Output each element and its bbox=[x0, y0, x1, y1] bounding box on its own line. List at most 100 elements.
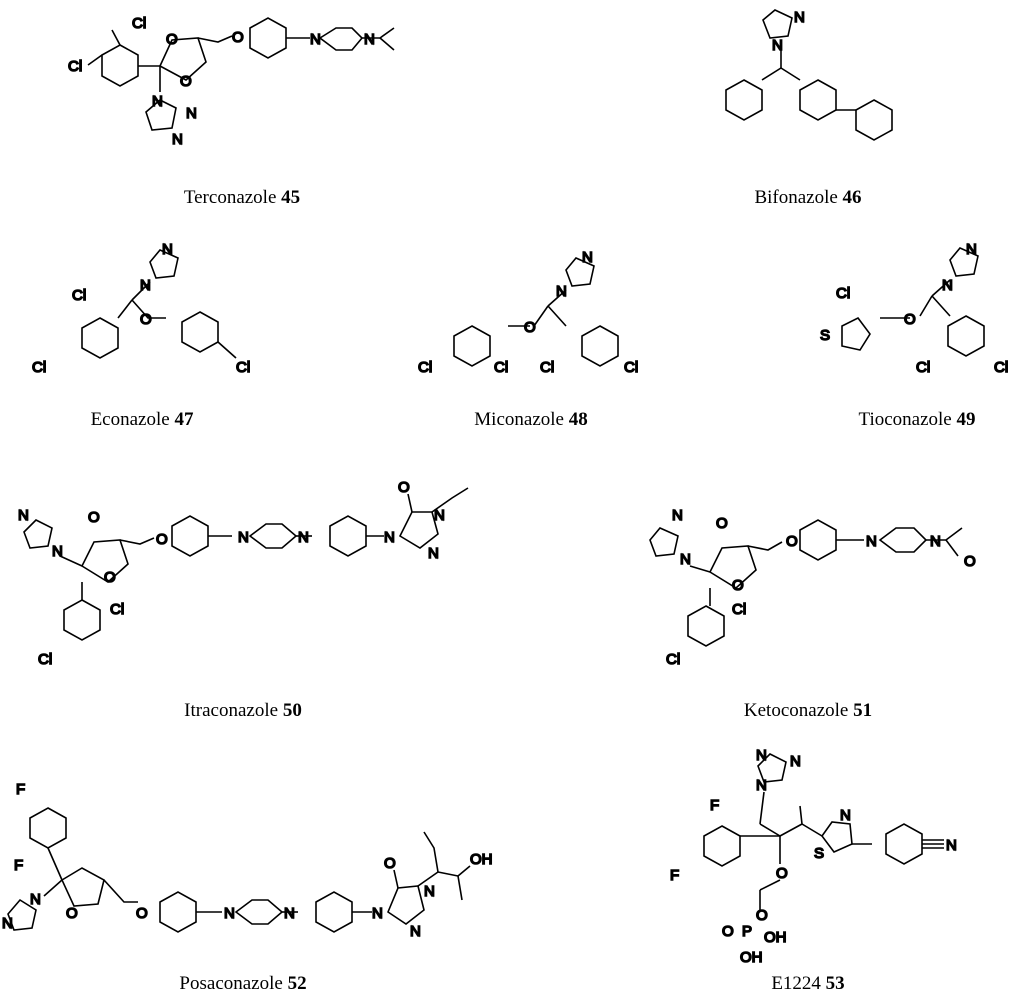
atom-n: N bbox=[152, 93, 163, 110]
atom-n: N bbox=[790, 753, 801, 770]
atom-o: O bbox=[104, 569, 116, 586]
atom-n: N bbox=[172, 131, 183, 148]
structure-bifonazole: N N bbox=[725, 8, 893, 141]
caption-miconazole: Miconazole 48 bbox=[474, 409, 587, 431]
atom-n: N bbox=[372, 905, 383, 922]
caption-bifonazole: Bifonazole 46 bbox=[754, 187, 861, 209]
atom-n: N bbox=[680, 551, 691, 568]
atom-n: N bbox=[410, 923, 421, 940]
atom-n: N bbox=[942, 277, 953, 294]
structure-econazole: Cl Cl O N N Cl bbox=[31, 240, 251, 377]
compound-name: Miconazole bbox=[474, 409, 564, 430]
caption-e1224: E1224 53 bbox=[771, 973, 844, 995]
atom-oh: OH bbox=[764, 929, 787, 946]
atom-f: F bbox=[14, 857, 23, 874]
atom-n: N bbox=[756, 777, 767, 794]
atom-cl: Cl bbox=[418, 359, 432, 376]
atom-f: F bbox=[16, 781, 25, 798]
atom-o: O bbox=[384, 855, 396, 872]
atom-n: N bbox=[946, 837, 957, 854]
structure-tioconazole: O N N Cl S Cl Cl bbox=[819, 240, 1009, 377]
compound-number: 51 bbox=[853, 700, 873, 721]
atom-o: O bbox=[232, 29, 244, 46]
compound-number: 49 bbox=[956, 409, 976, 430]
atom-n: N bbox=[238, 529, 249, 546]
atom-n: N bbox=[52, 543, 63, 560]
compound-number: 48 bbox=[568, 409, 588, 430]
atom-n: N bbox=[772, 37, 783, 54]
atom-n: N bbox=[966, 241, 977, 258]
atom-cl: Cl bbox=[38, 651, 52, 668]
atom-o: O bbox=[166, 31, 178, 48]
atom-o: O bbox=[776, 865, 788, 882]
atom-cl: Cl bbox=[236, 359, 250, 376]
atom-o: O bbox=[88, 509, 100, 526]
atom-cl: Cl bbox=[994, 359, 1008, 376]
atom-o: O bbox=[136, 905, 148, 922]
atom-n: N bbox=[140, 277, 151, 294]
atom-n: N bbox=[556, 283, 567, 300]
caption-econazole: Econazole 47 bbox=[91, 409, 194, 431]
atom-n: N bbox=[162, 241, 173, 258]
atom-oh: OH bbox=[470, 851, 493, 868]
atom-o: O bbox=[156, 531, 168, 548]
atom-cl: Cl bbox=[624, 359, 638, 376]
atom-o: O bbox=[398, 479, 410, 496]
atom-o: O bbox=[786, 533, 798, 550]
atom-o: O bbox=[524, 319, 536, 336]
compound-number: 52 bbox=[287, 973, 307, 994]
atom-o: O bbox=[964, 553, 976, 570]
atom-n: N bbox=[310, 31, 321, 48]
atom-n: N bbox=[2, 915, 13, 932]
atom-o: O bbox=[66, 905, 78, 922]
atom-n: N bbox=[672, 507, 683, 524]
atom-n: N bbox=[284, 905, 295, 922]
atom-n: N bbox=[434, 507, 445, 524]
atom-cl: Cl bbox=[32, 359, 46, 376]
atom-o: O bbox=[722, 923, 734, 940]
atom-o: O bbox=[732, 577, 744, 594]
atom-o: O bbox=[180, 73, 192, 90]
atom-n: N bbox=[794, 9, 805, 26]
atom-n: N bbox=[298, 529, 309, 546]
atom-o: O bbox=[716, 515, 728, 532]
atom-cl: Cl bbox=[916, 359, 930, 376]
compound-name: E1224 bbox=[771, 973, 821, 994]
atom-n: N bbox=[582, 249, 593, 266]
atom-n: N bbox=[30, 891, 41, 908]
atom-n: N bbox=[224, 905, 235, 922]
atom-cl: Cl bbox=[132, 15, 146, 32]
atom-o: O bbox=[140, 311, 152, 328]
compound-number: 46 bbox=[842, 187, 862, 208]
caption-itraconazole: Itraconazole 50 bbox=[184, 700, 302, 722]
structure-ketoconazole: N N O O O N N O Cl Cl bbox=[649, 506, 976, 669]
atom-o: O bbox=[756, 907, 768, 924]
atom-oh: OH bbox=[740, 949, 763, 966]
compound-name: Bifonazole bbox=[754, 187, 838, 208]
atom-cl: Cl bbox=[836, 285, 850, 302]
caption-tioconazole: Tioconazole 49 bbox=[859, 409, 976, 431]
atom-n: N bbox=[930, 533, 941, 550]
compound-name: Terconazole bbox=[183, 187, 277, 208]
atom-f: F bbox=[710, 797, 719, 814]
compound-name: Econazole bbox=[90, 409, 170, 430]
atom-n: N bbox=[840, 807, 851, 824]
compound-number: 45 bbox=[281, 187, 301, 208]
atom-o: O bbox=[904, 311, 916, 328]
atom-s: S bbox=[820, 327, 830, 344]
atom-cl: Cl bbox=[540, 359, 554, 376]
atom-n: N bbox=[756, 747, 767, 764]
atom-n: N bbox=[384, 529, 395, 546]
structure-terconazole: Cl Cl O O O N N N N N bbox=[67, 14, 395, 149]
compound-name: Itraconazole bbox=[184, 700, 279, 721]
compound-number: 47 bbox=[174, 409, 194, 430]
atom-s: S bbox=[814, 845, 824, 862]
atom-cl: Cl bbox=[666, 651, 680, 668]
atom-f: F bbox=[670, 867, 679, 884]
atom-cl: Cl bbox=[732, 601, 746, 618]
atom-n: N bbox=[18, 507, 29, 524]
compound-name: Ketoconazole bbox=[743, 700, 849, 721]
structure-itraconazole: N N O O O N N N O N N Cl Cl bbox=[17, 478, 469, 669]
atom-n: N bbox=[364, 31, 375, 48]
atom-n: N bbox=[424, 883, 435, 900]
